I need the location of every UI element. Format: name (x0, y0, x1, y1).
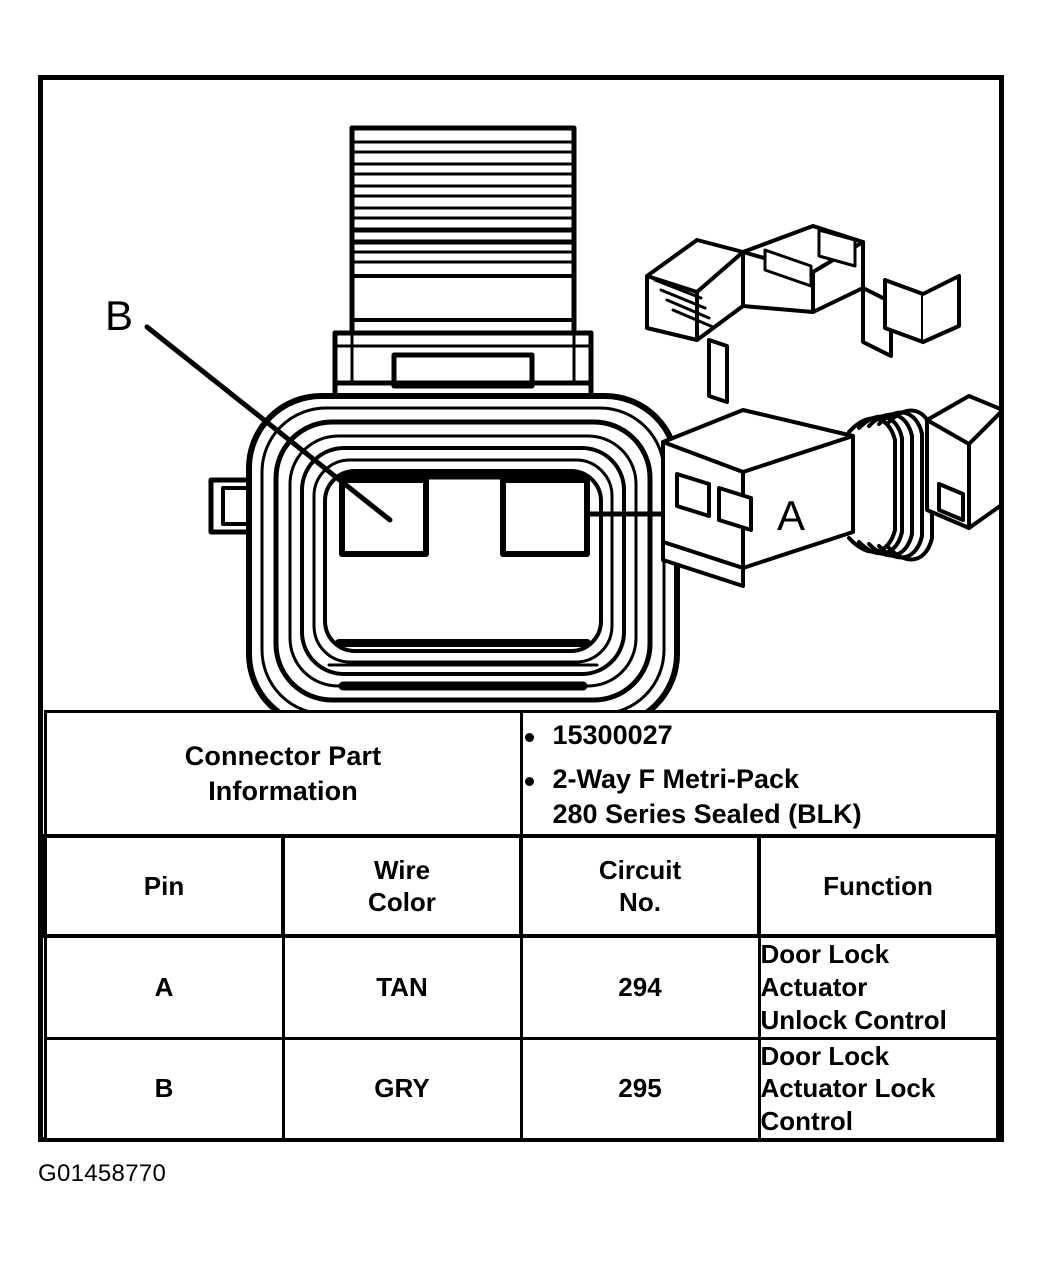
row-a-function: Door Lock Actuator Unlock Control (757, 934, 999, 1040)
row-b-function-line2: Control (760, 1106, 853, 1137)
pinout-header-row: Pin Wire Color Circuit No. Function (43, 834, 999, 939)
row-a-circuit-no: 294 (519, 934, 761, 1040)
cpi-label-line1: Connector Part (184, 741, 382, 772)
isometric-connector-view (645, 224, 999, 588)
header-pin: Pin (43, 834, 285, 939)
row-b-function: Door Lock Actuator Lock Control (757, 1036, 999, 1141)
header-circuit-no-line2: No. (619, 887, 661, 918)
row-a-wire-color: TAN (281, 934, 523, 1040)
header-wire-color: Wire Color (281, 834, 523, 939)
table-row: A TAN 294 Door Lock Actuator Unlock Cont… (43, 934, 999, 1040)
callout-label-b: B (105, 292, 133, 339)
part-description-line1: 2-Way F Metri-Pack (552, 764, 800, 795)
connector-part-information-row: Connector Part Information 15300027 2-Wa… (43, 710, 999, 838)
header-function: Function (757, 834, 999, 939)
part-description-line2: 280 Series Sealed (BLK) (552, 799, 862, 830)
part-number-value: 15300027 (552, 720, 673, 750)
connector-info-table: Connector Part Information 15300027 2-Wa… (43, 710, 999, 1141)
row-b-circuit-no: 295 (519, 1036, 761, 1141)
row-a-pin: A (43, 934, 285, 1040)
row-a-function-line2: Unlock Control (760, 1004, 947, 1035)
table-row: B GRY 295 Door Lock Actuator Lock Contro… (43, 1036, 999, 1141)
connector-drawing-area: B A (43, 80, 999, 710)
header-circuit-no: Circuit No. (519, 834, 761, 939)
figure-border-box: B A Connector Part Information 15300027 (38, 75, 1004, 1142)
side-tab-left (208, 467, 252, 545)
row-a-function-line1: Door Lock Actuator (760, 939, 890, 1003)
header-wire-color-line1: Wire (373, 855, 431, 886)
cpi-label-line2: Information (208, 775, 358, 806)
latch-tower-ribbed (349, 125, 577, 336)
front-face-view (208, 393, 718, 710)
figure-caption: G01458770 (38, 1160, 167, 1187)
leader-line-b (144, 324, 393, 523)
part-description-item: 2-Way F Metri-Pack 280 Series Sealed (BL… (523, 762, 996, 832)
connector-part-information-label: Connector Part Information (43, 710, 523, 838)
connector-part-information-values: 15300027 2-Way F Metri-Pack 280 Series S… (519, 710, 999, 838)
part-number-item: 15300027 (523, 718, 996, 753)
callout-label-a: A (777, 492, 805, 539)
latch-shoulder (332, 330, 594, 398)
header-wire-color-line2: Color (368, 887, 436, 918)
row-b-pin: B (43, 1036, 285, 1141)
row-b-function-line1: Door Lock Actuator Lock (760, 1040, 936, 1104)
row-b-wire-color: GRY (281, 1036, 523, 1141)
header-circuit-no-line1: Circuit (598, 855, 682, 886)
bullet-icon (524, 732, 534, 742)
bullet-icon (524, 776, 534, 786)
cavity-a (500, 477, 590, 557)
